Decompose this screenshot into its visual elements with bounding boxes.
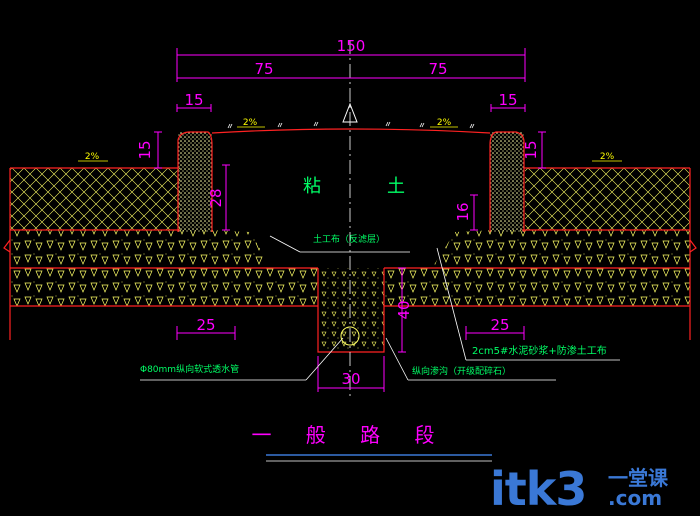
pipe-label: Φ80mm纵向软式透水管 xyxy=(140,363,239,375)
left-curb xyxy=(178,132,212,232)
drain-trench xyxy=(318,268,384,352)
dim-left-fill-height: 28 xyxy=(207,188,225,207)
dimension-lines xyxy=(154,48,546,392)
right-curb xyxy=(490,132,524,232)
dim-drain-height: 40 xyxy=(395,300,413,319)
watermark-brand: itk3 xyxy=(490,462,587,516)
drain-pipe-circle xyxy=(340,326,360,346)
dim-right-curb-height: 15 xyxy=(522,140,540,159)
dim-total-width: 150 xyxy=(337,37,366,55)
mortar-label: 2cm5#水泥砂浆+防渗土工布 xyxy=(472,344,607,357)
slope-right-inner: 2% xyxy=(437,118,452,128)
slope-left-outer: 2% xyxy=(85,152,100,162)
dim-right-fill-height: 16 xyxy=(454,202,472,221)
slope-right-outer: 2% xyxy=(600,152,615,162)
watermark-suffix: 一堂课 xyxy=(608,466,668,490)
left-cushion-layer xyxy=(10,230,272,268)
dim-right-base: 25 xyxy=(490,316,509,334)
watermark-domain: .com xyxy=(608,486,663,510)
dim-left-curb-height: 15 xyxy=(136,140,154,159)
dim-drain-width: 30 xyxy=(341,370,360,388)
leader-lines xyxy=(140,235,620,381)
crown-marker xyxy=(342,102,358,123)
core-material-char-1: 粘 xyxy=(303,176,321,197)
dim-right-half: 75 xyxy=(428,60,447,78)
geotextile-label: 土工布（反滤层） xyxy=(313,233,385,245)
right-base-layer xyxy=(525,168,690,230)
dim-left-base: 25 xyxy=(196,316,215,334)
grass-symbols xyxy=(227,121,475,129)
drawing-title: 一 般 路 段 xyxy=(251,423,448,447)
dim-left-shoulder: 15 xyxy=(184,91,203,109)
slope-left-inner: 2% xyxy=(243,118,258,128)
trench-label: 纵向渗沟（开级配碎石） xyxy=(412,365,511,377)
right-cushion-layer xyxy=(432,230,690,268)
left-base-layer xyxy=(10,168,180,230)
core-material-char-2: 土 xyxy=(387,176,405,197)
dim-left-half: 75 xyxy=(254,60,273,78)
layer-outlines xyxy=(3,128,697,353)
dim-right-shoulder: 15 xyxy=(498,91,517,109)
